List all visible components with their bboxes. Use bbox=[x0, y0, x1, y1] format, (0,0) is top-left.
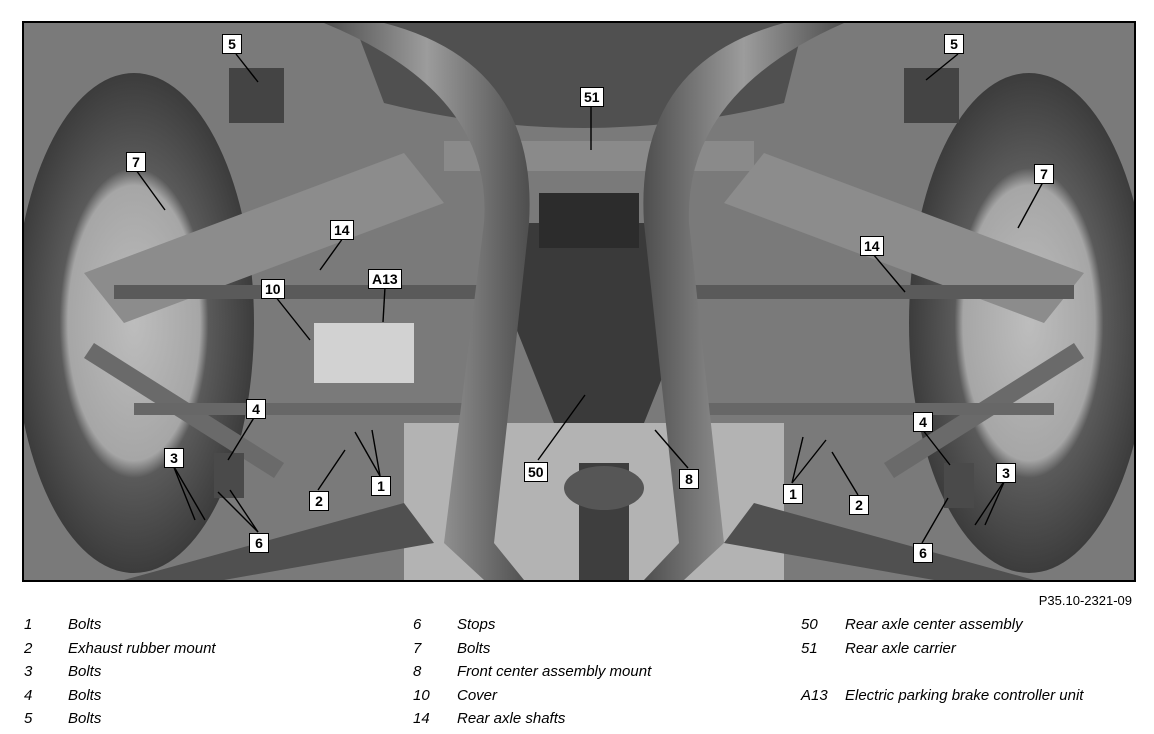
legend-number: A13 bbox=[801, 686, 828, 704]
callout-5-left: 5 bbox=[222, 34, 242, 54]
legend-number: 51 bbox=[801, 639, 818, 657]
right-wheel bbox=[909, 73, 1134, 573]
legend-item bbox=[801, 663, 1141, 687]
legend-item: 7 Bolts bbox=[413, 640, 773, 664]
legend-item bbox=[801, 710, 1141, 734]
callout-50: 50 bbox=[524, 462, 548, 482]
callout-A13: A13 bbox=[368, 269, 402, 289]
callout-8: 8 bbox=[679, 469, 699, 489]
right-exhaust-pipe bbox=[643, 23, 844, 580]
legend-description: Bolts bbox=[68, 686, 102, 704]
callout-1-left: 1 bbox=[371, 476, 391, 496]
callout-14-right: 14 bbox=[860, 236, 884, 256]
legend-number: 14 bbox=[413, 710, 430, 727]
callout-2-left: 2 bbox=[309, 491, 329, 511]
callout-7-right: 7 bbox=[1034, 164, 1054, 184]
left-exhaust-pipe bbox=[324, 23, 530, 580]
legend-number: 1 bbox=[24, 616, 33, 633]
callout-6-right: 6 bbox=[913, 543, 933, 563]
legend-description: Bolts bbox=[68, 616, 102, 633]
legend-number: 2 bbox=[24, 639, 33, 657]
legend-description: Rear axle shafts bbox=[457, 710, 566, 727]
legend-item: 2 Exhaust rubber mount bbox=[24, 640, 364, 664]
legend-description: Stops bbox=[457, 616, 496, 633]
undercarriage-photo bbox=[22, 21, 1136, 582]
legend-number: 4 bbox=[24, 686, 33, 704]
legend-description: Bolts bbox=[68, 710, 102, 727]
legend-item: 51 Rear axle carrier bbox=[801, 640, 1141, 664]
legend-item: 8 Front center assembly mount bbox=[413, 663, 773, 687]
callout-2-right: 2 bbox=[849, 495, 869, 515]
callout-3-right: 3 bbox=[996, 463, 1016, 483]
legend-description: Rear axle center assembly bbox=[845, 616, 1023, 633]
callout-3-left: 3 bbox=[164, 448, 184, 468]
legend-item: 3 Bolts bbox=[24, 663, 364, 687]
legend-item: 50 Rear axle center assembly bbox=[801, 616, 1141, 640]
left-control-arm bbox=[84, 153, 444, 323]
legend-item: A13 Electric parking brake controller uni… bbox=[801, 687, 1141, 711]
legend-item: 14 Rear axle shafts bbox=[413, 710, 773, 734]
callout-1-right: 1 bbox=[783, 484, 803, 504]
legend-number: 7 bbox=[413, 639, 422, 657]
right-mount bbox=[904, 68, 959, 123]
legend-number: 10 bbox=[413, 686, 430, 704]
left-mount bbox=[229, 68, 284, 123]
legend-description: Cover bbox=[457, 686, 498, 704]
left-axle-shaft bbox=[114, 285, 534, 299]
legend-item: 1 Bolts bbox=[24, 616, 364, 640]
callout-6-left: 6 bbox=[249, 533, 269, 553]
legend-item: 5 Bolts bbox=[24, 710, 364, 734]
legend-number: 3 bbox=[24, 663, 33, 680]
legend-description: Electric parking brake controller unit bbox=[845, 686, 1084, 704]
callout-14-left: 14 bbox=[330, 220, 354, 240]
figure-reference-code: P35.10-2321-09 bbox=[1038, 593, 1132, 608]
legend-item: 10 Cover bbox=[413, 687, 773, 711]
callout-5-right: 5 bbox=[944, 34, 964, 54]
callout-51: 51 bbox=[580, 87, 604, 107]
legend-description: Bolts bbox=[457, 639, 491, 657]
legend-number: 5 bbox=[24, 710, 33, 727]
legend-description: Bolts bbox=[68, 663, 102, 680]
legend-item: 4 Bolts bbox=[24, 687, 364, 711]
callout-4-left: 4 bbox=[246, 399, 266, 419]
right-axle-shaft bbox=[644, 285, 1074, 299]
parking-brake-controller bbox=[314, 323, 414, 383]
callout-4-right: 4 bbox=[913, 412, 933, 432]
legend-item: 6 Stops bbox=[413, 616, 773, 640]
legend-number: 50 bbox=[801, 616, 818, 633]
legend-description: Front center assembly mount bbox=[457, 663, 652, 680]
legend-description: Rear axle carrier bbox=[845, 639, 956, 657]
legend-number: 8 bbox=[413, 663, 422, 680]
legend-column-3: 50 Rear axle center assembly 51 Rear axle … bbox=[801, 616, 1141, 734]
callout-7-left: 7 bbox=[126, 152, 146, 172]
rear-axle-center-assembly bbox=[509, 223, 684, 423]
right-control-arm bbox=[724, 153, 1084, 323]
legend-column-2: 6 Stops 7 Bolts 8 Front center assembly mou… bbox=[413, 616, 773, 734]
legend-number: 6 bbox=[413, 616, 422, 633]
undercarriage-illustration bbox=[24, 23, 1134, 580]
callout-10: 10 bbox=[261, 279, 285, 299]
legend-description: Exhaust rubber mount bbox=[68, 639, 216, 657]
left-wheel bbox=[24, 73, 254, 573]
